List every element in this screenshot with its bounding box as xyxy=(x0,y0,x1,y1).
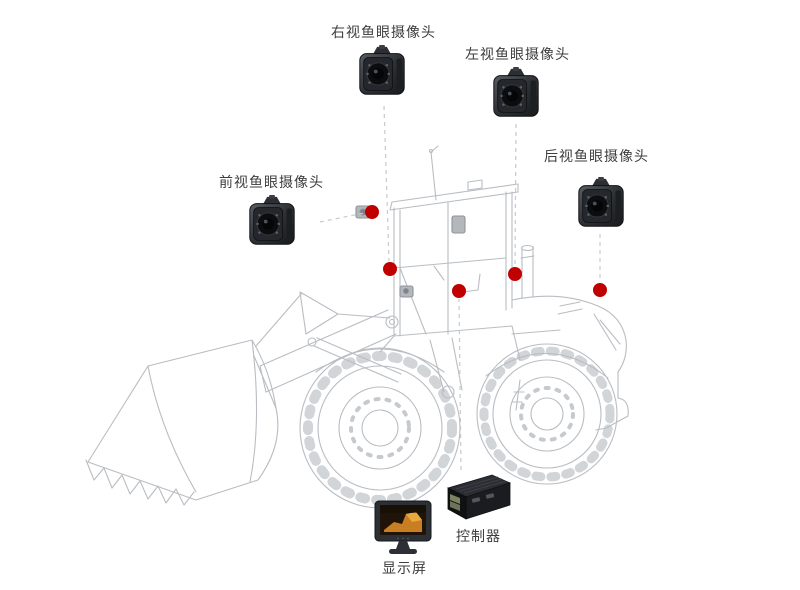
leader-left-camera xyxy=(514,123,517,267)
rear-camera-label: 后视鱼眼摄像头 xyxy=(544,148,649,164)
left-fisheye-camera-image xyxy=(487,66,545,122)
rear-fisheye-camera-image xyxy=(572,176,630,232)
front-camera-label: 前视鱼眼摄像头 xyxy=(219,174,324,190)
right-fisheye-camera-image xyxy=(353,44,411,100)
leader-controller xyxy=(458,298,462,471)
engine-hood xyxy=(485,295,629,431)
marker-front-camera xyxy=(365,205,379,219)
antenna xyxy=(428,145,483,201)
cab-frame xyxy=(389,183,519,337)
marker-center-controller xyxy=(452,284,466,298)
chassis-frame xyxy=(315,325,521,399)
exhaust-stack xyxy=(520,244,535,299)
controller-box-image xyxy=(446,474,512,520)
display-label: 显示屏 xyxy=(382,560,427,576)
bucket-teeth xyxy=(85,459,195,506)
left-camera-label: 左视鱼眼摄像头 xyxy=(465,46,570,62)
controller-label: 控制器 xyxy=(456,528,501,544)
marker-left-camera xyxy=(508,267,522,281)
display-monitor-image xyxy=(374,500,432,554)
right-camera-label: 右视鱼眼摄像头 xyxy=(331,24,436,40)
lift-arm xyxy=(255,291,402,393)
leader-right-camera xyxy=(383,105,390,262)
bucket xyxy=(85,339,279,506)
rear-wheel xyxy=(476,343,618,485)
mounted-camera-shapes xyxy=(355,205,466,298)
marker-rear-camera xyxy=(593,283,607,297)
front-fisheye-camera-image xyxy=(243,194,301,250)
leader-front-camera xyxy=(319,212,365,223)
marker-right-camera xyxy=(383,262,397,276)
